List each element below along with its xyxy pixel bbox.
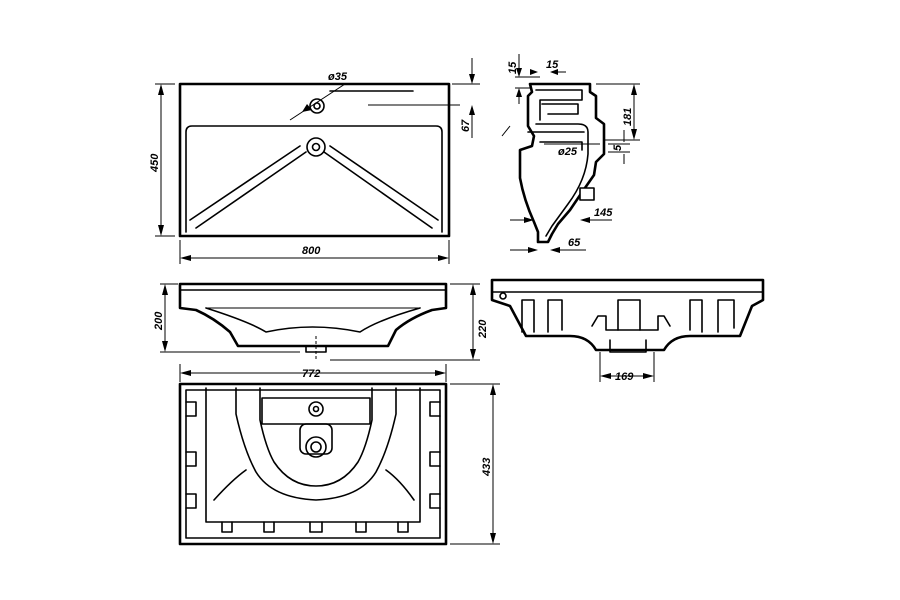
dim-220-label: 220 bbox=[477, 319, 489, 339]
dim-169-arrow-left bbox=[600, 373, 611, 379]
top-view: ø35 450 800 67 bbox=[149, 58, 480, 264]
dim-65-arrow-right bbox=[550, 247, 560, 253]
side-view-outline bbox=[518, 82, 606, 244]
dim-450-label: 450 bbox=[149, 153, 161, 173]
top-view-drain bbox=[306, 137, 326, 157]
dim-800-arrow-right bbox=[438, 255, 449, 261]
top-view-tap-hole bbox=[309, 98, 325, 114]
dim-220-arrow-bottom bbox=[470, 349, 476, 360]
dim-67-arrow-bottom bbox=[469, 105, 475, 115]
bottom-view-ribs-front bbox=[221, 521, 409, 533]
bottom-view-inner-outline bbox=[185, 389, 441, 539]
top-view-slope-left bbox=[189, 145, 307, 229]
bottom-view-bowl-outer bbox=[235, 387, 397, 501]
dim-145-label: 145 bbox=[594, 207, 613, 219]
dim-15-arrow-bottom bbox=[516, 88, 522, 97]
dim-772-arrow-left bbox=[180, 370, 191, 376]
dim-200-label: 200 bbox=[153, 311, 165, 331]
tap-leader-arrow bbox=[302, 104, 312, 112]
dim-772-arrow-right bbox=[435, 370, 446, 376]
dim-5-label: 5 bbox=[612, 144, 624, 151]
bottom-view-outline bbox=[178, 382, 448, 546]
side-view: 15 15 181 5 ø25 145 65 bbox=[501, 54, 640, 253]
rear-view-drain-box bbox=[609, 339, 647, 353]
front-view: 200 220 bbox=[153, 282, 489, 361]
rear-view-outline bbox=[490, 278, 765, 352]
bottom-view: 772 433 bbox=[178, 364, 500, 546]
dim-67-arrow-top bbox=[469, 74, 475, 84]
dim-15-label-vertical: 15 bbox=[507, 61, 519, 74]
bottom-view-bowl-flanks bbox=[213, 469, 415, 501]
dim-433-arrow-bottom bbox=[490, 533, 496, 544]
bottom-view-tap bbox=[308, 401, 324, 417]
bottom-view-drain-box bbox=[299, 423, 333, 455]
top-view-slope-right bbox=[323, 145, 439, 229]
dim-67-label: 67 bbox=[460, 119, 472, 132]
dim-800-arrow-left bbox=[180, 255, 191, 261]
dim-145-arrow-right bbox=[580, 217, 590, 223]
rear-view-hole bbox=[499, 292, 507, 300]
dim-145-arrow-left bbox=[524, 217, 534, 223]
drain-diameter-label: ø25 bbox=[558, 146, 578, 158]
dim-15-label-horizontal: 15 bbox=[546, 59, 559, 71]
bottom-view-ribs-right bbox=[429, 401, 441, 509]
dim-450-arrow-top bbox=[158, 84, 164, 95]
side-view-drain-lines bbox=[527, 131, 585, 151]
dim-169-label: 169 bbox=[615, 371, 634, 383]
rear-view-ribs bbox=[521, 299, 735, 333]
front-view-bowl-curve bbox=[205, 307, 421, 333]
bottom-view-tap-inner bbox=[312, 405, 320, 413]
bottom-view-ribs-left bbox=[185, 401, 197, 509]
dim-15-arrow-top bbox=[516, 68, 522, 77]
dim-65-label: 65 bbox=[568, 237, 581, 249]
top-view-outline bbox=[178, 82, 451, 238]
dim-15w-arrow-right bbox=[550, 69, 558, 75]
side-view-bowl-line bbox=[535, 123, 589, 237]
dim-200-arrow-bottom bbox=[162, 341, 168, 352]
dim-15w-arrow-left bbox=[530, 69, 538, 75]
dim-181-arrow-top bbox=[631, 84, 637, 95]
rear-view-drain-bracket bbox=[591, 315, 671, 331]
bottom-view-drain-inner bbox=[310, 441, 322, 453]
dim-800-label: 800 bbox=[302, 245, 321, 257]
dim-433-arrow-top bbox=[490, 384, 496, 395]
dim-220-arrow-top bbox=[470, 284, 476, 295]
dim-169-arrow-right bbox=[643, 373, 654, 379]
bottom-view-drain bbox=[305, 436, 327, 458]
dim-65-arrow-left bbox=[528, 247, 538, 253]
dim-450-arrow-bottom bbox=[158, 225, 164, 236]
dim-181-label: 181 bbox=[622, 108, 634, 126]
side-view-bracket bbox=[579, 187, 595, 201]
top-view-drain-inner bbox=[311, 142, 321, 152]
tap-leader-line bbox=[289, 83, 346, 121]
dim-772-label: 772 bbox=[302, 368, 320, 380]
dim-200-arrow-top bbox=[162, 284, 168, 295]
side-view-tick bbox=[501, 125, 511, 137]
top-view-bowl bbox=[185, 125, 443, 233]
bottom-view-bowl-inner bbox=[259, 387, 373, 487]
tap-hole-label: ø35 bbox=[328, 71, 348, 83]
dim-181-arrow-bottom bbox=[631, 129, 637, 140]
side-view-rim-inner bbox=[535, 89, 583, 121]
bottom-view-inner-frame bbox=[205, 387, 421, 523]
front-view-outline bbox=[178, 282, 448, 348]
dim-433-label: 433 bbox=[481, 458, 493, 477]
top-view-tap-hole-inner bbox=[313, 102, 321, 110]
side-view-rim-inner-2 bbox=[541, 103, 579, 115]
rear-view: 169 bbox=[490, 278, 765, 383]
